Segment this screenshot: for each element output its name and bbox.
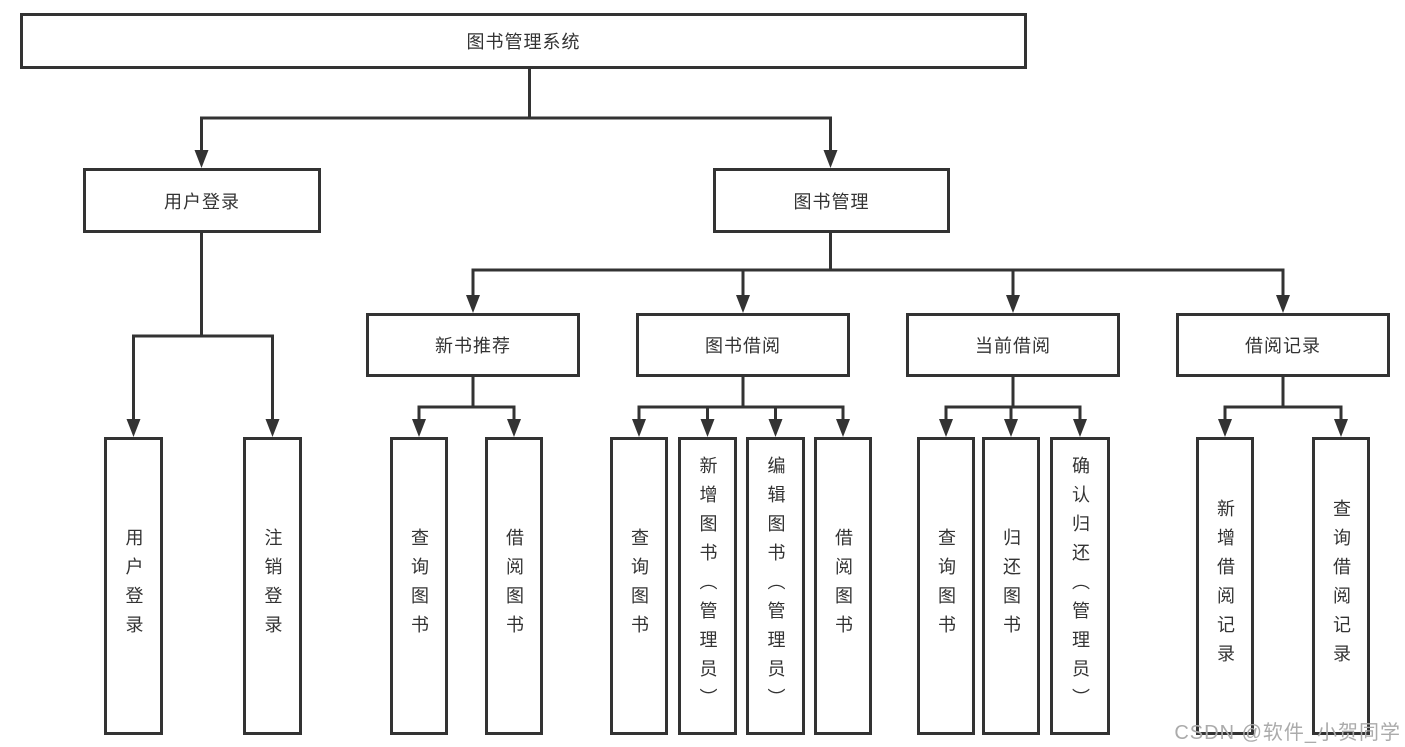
node-label: 新增借阅记录 (1215, 499, 1235, 673)
node-current-borrowing: 当前借阅 (906, 313, 1120, 377)
node-leaf-return-books: 归还图书 (982, 437, 1040, 735)
node-label: 注销登录 (262, 528, 283, 644)
node-leaf-edit-books-admin: 编辑图书（管理员） (746, 437, 805, 735)
node-book-borrowing: 图书借阅 (636, 313, 850, 377)
node-label: 归还图书 (1001, 528, 1021, 644)
csdn-watermark: CSDN @软件_小贺同学 (1174, 722, 1401, 744)
node-label: 查询图书 (409, 528, 429, 644)
node-label: 查询图书 (936, 528, 956, 644)
node-book-management-branch: 图书管理 (713, 168, 950, 233)
node-leaf-query-books-current: 查询图书 (917, 437, 975, 735)
node-leaf-user-login: 用户登录 (104, 437, 163, 735)
node-label: 编辑图书（管理员） (765, 455, 786, 717)
node-label: 用户登录 (123, 528, 144, 644)
node-label: 确认归还（管理员） (1070, 455, 1090, 717)
node-leaf-logout: 注销登录 (243, 437, 302, 735)
node-leaf-confirm-return-admin: 确认归还（管理员） (1050, 437, 1110, 735)
node-leaf-borrow-books: 借阅图书 (814, 437, 872, 735)
node-user-login-branch: 用户登录 (83, 168, 321, 233)
node-library-management-system: 图书管理系统 (20, 13, 1027, 69)
node-leaf-query-books-borrowing: 查询图书 (610, 437, 668, 735)
node-leaf-borrow-books-recommend: 借阅图书 (485, 437, 543, 735)
node-leaf-add-borrow-record: 新增借阅记录 (1196, 437, 1254, 735)
node-label: 借阅图书 (833, 528, 853, 644)
node-label: 查询借阅记录 (1331, 499, 1351, 673)
node-label: 查询图书 (629, 528, 649, 644)
node-leaf-query-borrow-record: 查询借阅记录 (1312, 437, 1370, 735)
node-borrowing-records: 借阅记录 (1176, 313, 1390, 377)
node-leaf-add-books-admin: 新增图书（管理员） (678, 437, 737, 735)
node-leaf-query-books-recommend: 查询图书 (390, 437, 448, 735)
node-label: 借阅图书 (504, 528, 524, 644)
node-new-book-recommendation: 新书推荐 (366, 313, 580, 377)
node-label: 新增图书（管理员） (697, 455, 718, 717)
